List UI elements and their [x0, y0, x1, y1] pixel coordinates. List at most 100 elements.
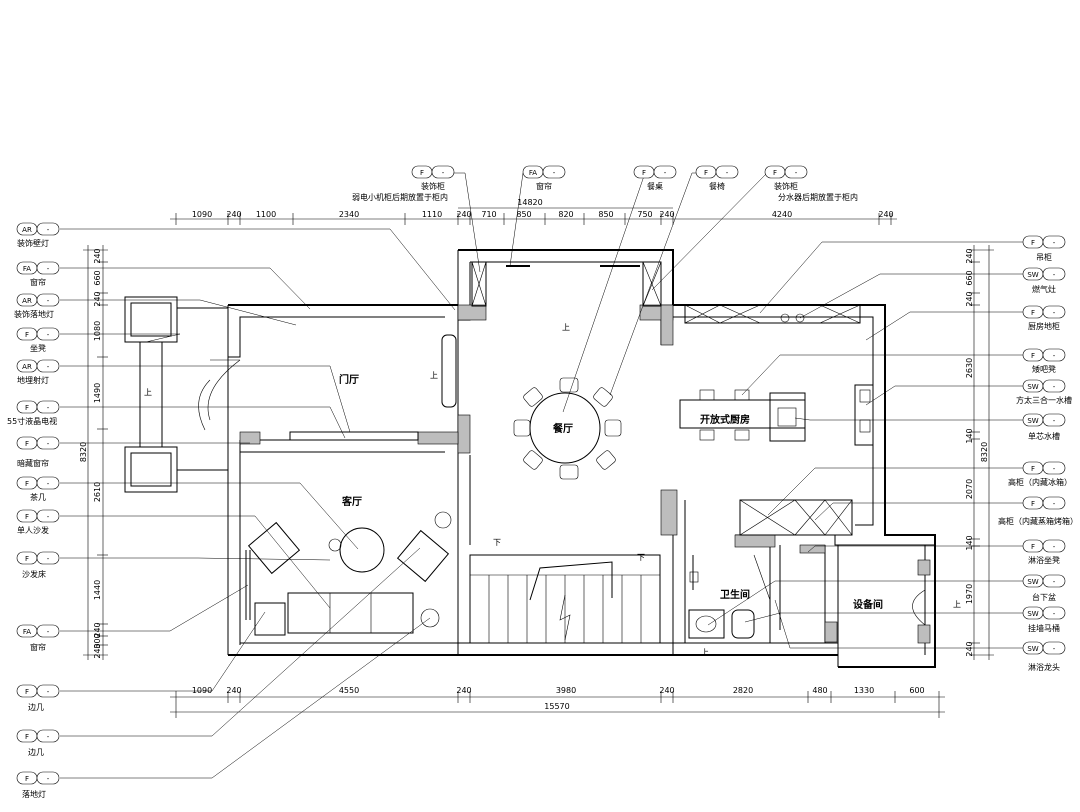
- dim-top-7: 850: [516, 210, 531, 219]
- room-living: 客厅: [341, 495, 362, 508]
- tag-left-10: FA - 窗帘: [16, 624, 60, 652]
- svg-text:-: -: [47, 733, 50, 741]
- dim-left-8: 300: [93, 633, 102, 648]
- up-mark-2: 上: [144, 388, 152, 397]
- svg-text:F: F: [1031, 543, 1035, 551]
- svg-text:-: -: [1053, 543, 1056, 551]
- svg-text:-: -: [1053, 465, 1056, 473]
- svg-text:SW: SW: [1027, 578, 1038, 586]
- tag-left-0-label: 装饰壁灯: [17, 238, 49, 248]
- tag-top-2-label: 餐桌: [647, 181, 663, 191]
- tag-left-3-label: 坐凳: [30, 343, 46, 353]
- tag-left-7: F - 茶几: [16, 476, 60, 502]
- tag-right-0-label: 吊柜: [1036, 252, 1052, 262]
- svg-text:-: -: [1053, 383, 1056, 391]
- tag-top-3-label: 餐椅: [709, 181, 725, 191]
- coffee-table: [339, 527, 385, 573]
- tag-left-11-label: 边几: [28, 702, 44, 712]
- tag-top-3: F - 餐椅: [695, 165, 739, 191]
- svg-text:-: -: [47, 404, 50, 412]
- svg-text:-: -: [1053, 645, 1056, 653]
- wall-columns: [239, 304, 931, 644]
- svg-text:-: -: [1053, 352, 1056, 360]
- svg-text:F: F: [25, 331, 29, 339]
- svg-text:-: -: [47, 513, 50, 521]
- tag-right-6-label: 高柜（内藏冰箱）: [1008, 477, 1072, 487]
- dim-right-8: 240: [965, 641, 974, 656]
- dim-bottom-total: 15570: [544, 702, 569, 711]
- svg-text:-: -: [442, 169, 445, 177]
- dim-top-2: 1100: [256, 210, 276, 219]
- tag-right-4: SW - 方太三合一水槽: [1016, 379, 1072, 405]
- tag-right-1-label: 燃气灶: [1032, 284, 1056, 294]
- svg-text:F: F: [25, 480, 29, 488]
- tag-top-1: FA - 窗帘: [522, 165, 566, 191]
- dim-top-11: 240: [659, 210, 674, 219]
- svg-text:-: -: [1053, 578, 1056, 586]
- tag-right-3: F - 矮吧凳: [1022, 348, 1066, 374]
- tag-top-4: F - 装饰柜 分水器后期放置于柜内: [764, 165, 858, 202]
- tag-right-8-label: 淋浴坐凳: [1028, 555, 1060, 565]
- tag-right-10-label: 挂墙马桶: [1028, 623, 1060, 633]
- tag-top-0-label: 装饰柜: [421, 181, 445, 191]
- dim-top-13: 240: [878, 210, 893, 219]
- dim-bottom-0: 1090: [192, 686, 212, 695]
- svg-text:-: -: [1053, 239, 1056, 247]
- tag-left-2: AR - 装饰落地灯: [14, 293, 60, 319]
- svg-text:AR: AR: [22, 363, 32, 371]
- svg-text:-: -: [1053, 309, 1056, 317]
- dim-left-6: 1440: [93, 580, 102, 600]
- dimension-text-top: 1090 240 1100 2340 1110 240 710 850 820 …: [192, 198, 894, 219]
- dim-right-3: 2630: [965, 358, 974, 378]
- tag-left-4: AR - 地埋射灯: [16, 359, 60, 385]
- tag-left-8: F - 单人沙发: [16, 509, 60, 535]
- svg-text:SW: SW: [1027, 417, 1038, 425]
- tag-right-10: SW - 挂墙马桶: [1022, 606, 1066, 633]
- tag-left-6-label: 暗藏窗帘: [17, 458, 49, 468]
- dim-bottom-7: 480: [812, 686, 827, 695]
- dim-left-total: 8320: [79, 442, 88, 462]
- dim-left-7: 240: [93, 622, 102, 637]
- svg-text:SW: SW: [1027, 610, 1038, 618]
- room-bathroom: 卫生间: [720, 588, 750, 601]
- tag-right-8: F - 淋浴坐凳: [1022, 539, 1066, 565]
- dim-bottom-5: 240: [659, 686, 674, 695]
- dim-top-8: 820: [558, 210, 573, 219]
- svg-text:SW: SW: [1027, 383, 1038, 391]
- dim-right-1: 660: [965, 270, 974, 285]
- tag-top-2: F - 餐桌: [633, 165, 677, 191]
- tag-left-6: F - 暗藏窗帘: [16, 436, 60, 468]
- svg-text:-: -: [47, 331, 50, 339]
- dim-top-0: 1090: [192, 210, 212, 219]
- dim-bottom-1: 240: [226, 686, 241, 695]
- dim-right-4: 140: [965, 428, 974, 443]
- tag-left-8-label: 单人沙发: [17, 525, 49, 535]
- tag-right-9: SW - 台下盆: [1022, 574, 1066, 602]
- dim-bottom-9: 600: [909, 686, 924, 695]
- tag-right-2: F - 厨房地柜: [1022, 305, 1066, 331]
- dim-left-1: 660: [93, 270, 102, 285]
- dim-bottom-3: 240: [456, 686, 471, 695]
- svg-text:-: -: [47, 363, 50, 371]
- svg-text:F: F: [25, 775, 29, 783]
- svg-text:F: F: [1031, 352, 1035, 360]
- dim-top-4: 1110: [422, 210, 442, 219]
- svg-text:F: F: [25, 555, 29, 563]
- svg-text:-: -: [47, 480, 50, 488]
- left-tags: AR - 装饰壁灯 FA - 窗帘 AR - 装饰落地灯 F - 坐凳: [7, 222, 60, 799]
- dim-top-12: 4240: [772, 210, 792, 219]
- up-mark-3: 上: [953, 600, 961, 609]
- tag-right-6: F - 高柜（内藏冰箱）: [1008, 461, 1072, 487]
- dim-top-total: 14820: [517, 198, 542, 207]
- tag-top-0: F - 装饰柜 弱电小机柜后期放置于柜内: [352, 165, 455, 202]
- dimension-text-left: 240 660 240 1080 1490 2610 1440 240 300 …: [79, 248, 102, 658]
- svg-text:-: -: [1053, 271, 1056, 279]
- room-equipment: 设备间: [853, 598, 883, 611]
- tag-right-0: F - 吊柜: [1022, 235, 1066, 262]
- svg-text:F: F: [642, 169, 646, 177]
- svg-text:-: -: [47, 265, 50, 273]
- svg-text:-: -: [47, 440, 50, 448]
- up-mark-4: 上: [701, 648, 709, 657]
- tag-left-12-label: 边几: [28, 747, 44, 757]
- tag-top-4-label: 装饰柜: [774, 181, 798, 191]
